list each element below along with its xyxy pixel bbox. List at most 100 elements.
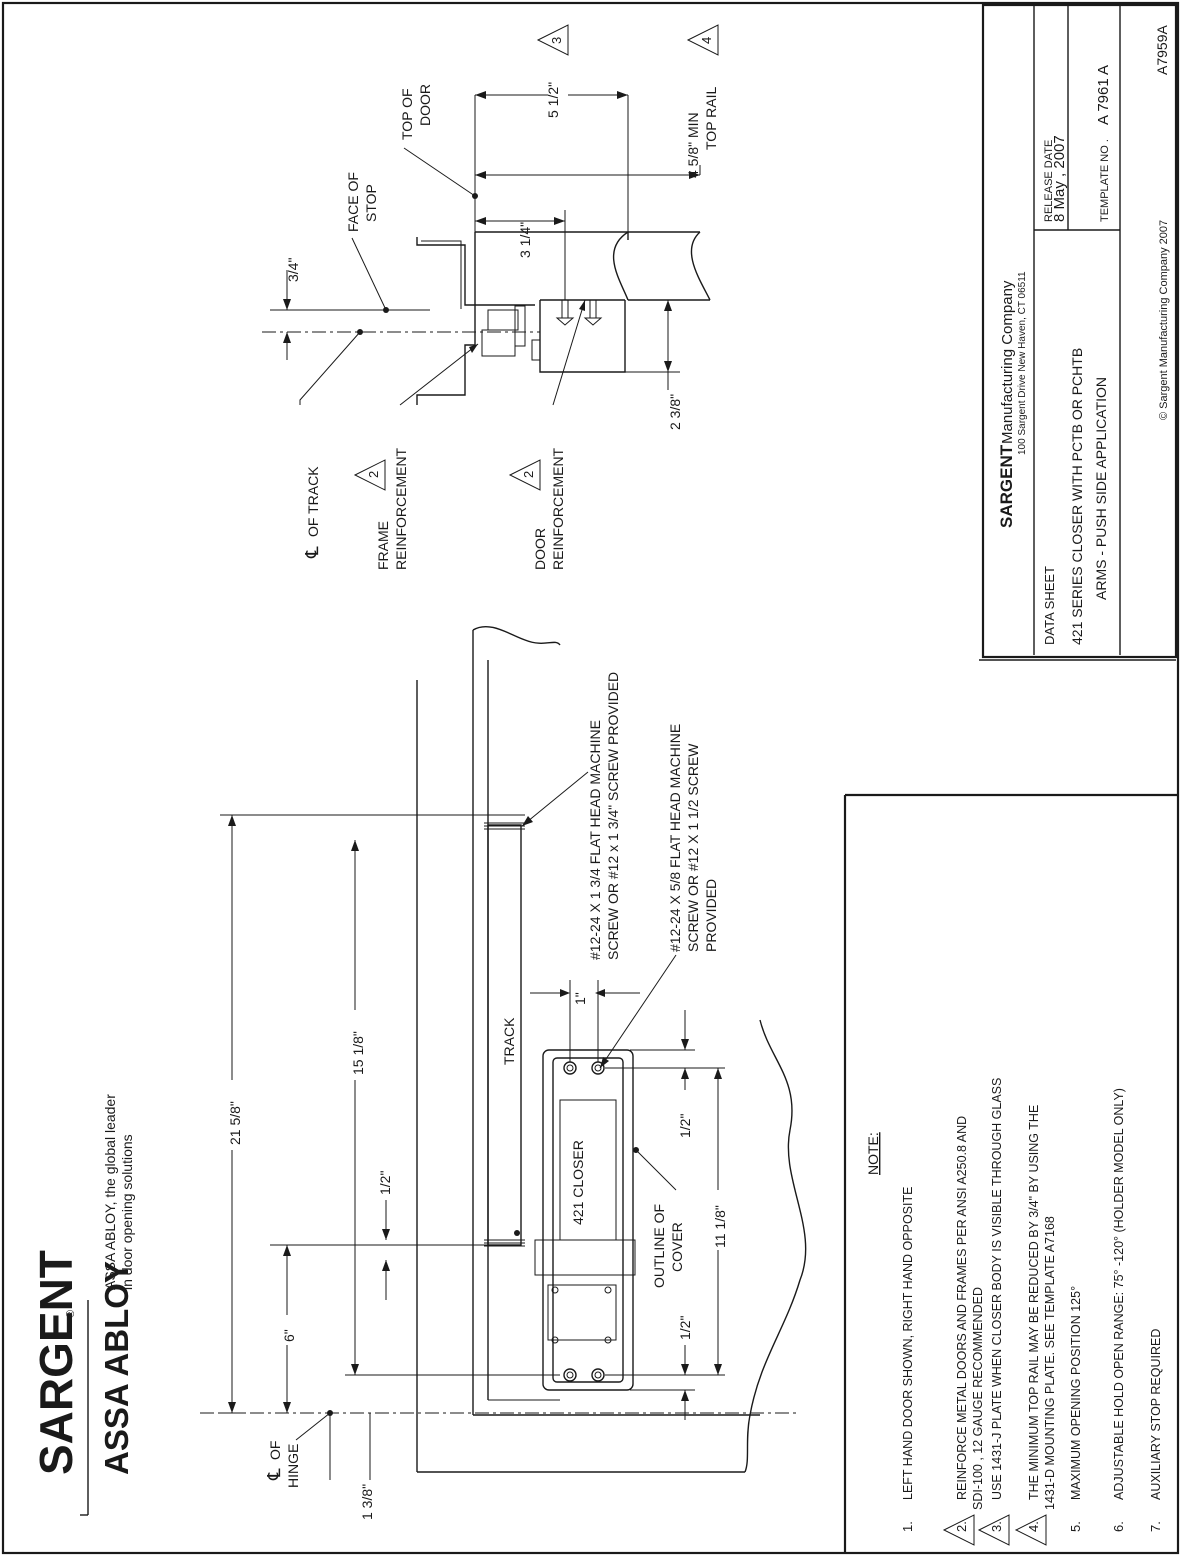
svg-text:2: 2: [366, 471, 381, 478]
hinge-leader: [295, 1412, 331, 1441]
door-reinf-label-1: DOOR: [532, 528, 548, 570]
note-text: USE 1431-J PLATE WHEN CLOSER BODY IS VIS…: [990, 1078, 1004, 1500]
note-text: REINFORCE METAL DOORS AND FRAMES PER ANS…: [955, 1116, 969, 1500]
dim-1: 1": [572, 992, 588, 1005]
top-door-label-1: TOP OF: [399, 88, 415, 140]
tb-company-name: Manufacturing Company: [999, 280, 1016, 444]
dim-6: 6": [281, 1329, 297, 1342]
tb-doc-id: A7959A: [1154, 25, 1170, 75]
note-text: LEFT HAND DOOR SHOWN, RIGHT HAND OPPOSIT…: [901, 1187, 915, 1500]
section-view: 3/4" FACE OF STOP ℄ OF TRACK FRAME REINF…: [262, 24, 719, 570]
cover-outline: [542, 1049, 634, 1391]
note-number: 4.: [1026, 1521, 1041, 1532]
brand-logo: SARGENT ® ASSA ABLOY ASSA ABLOY, the glo…: [30, 1094, 135, 1516]
notes-list: 1.LEFT HAND DOOR SHOWN, RIGHT HAND OPPOS…: [900, 1078, 1163, 1546]
dim-15-1-8: 15 1/8": [350, 1031, 366, 1075]
tb-template-no: A 7961 A: [1095, 65, 1112, 125]
note-text: ADJUSTABLE HOLD OPEN RANGE: 75° -120° (H…: [1112, 1088, 1126, 1500]
tb-copyright: © Sargent Manufacturing Company 2007: [1158, 220, 1170, 420]
screw1-leader: [521, 771, 589, 827]
cover-leader: [635, 1149, 677, 1191]
closer-label: 421 CLOSER: [570, 1140, 586, 1225]
dim-1-3-8: 1 3/8": [359, 1484, 375, 1520]
note-text: 1431-D MOUNTING PLATE. SEE TEMPLATE A716…: [1043, 1216, 1057, 1510]
svg-text:4: 4: [699, 37, 714, 44]
cl-track-leader: [299, 331, 361, 405]
door-reinf-leader: [552, 299, 586, 406]
note-text: THE MINIMUM TOP RAIL MAY BE REDUCED BY 3…: [1027, 1105, 1041, 1500]
tb-release-date: 8 May , 2007: [1051, 135, 1068, 222]
face-stop-label-2: STOP: [363, 184, 379, 222]
screw2-leader: [599, 954, 677, 1069]
top-door-label-2: DOOR: [417, 84, 433, 126]
tb-data-sheet: DATA SHEET: [1042, 566, 1057, 645]
mount-hole: [563, 1368, 577, 1382]
centerline-symbol: ℄: [264, 1468, 284, 1481]
door-reinf-label-2: REINFORCEMENT: [550, 447, 566, 570]
face-stop-label-1: FACE OF: [345, 172, 361, 232]
dim-1-2-a: 1/2": [677, 1114, 693, 1138]
note-number: 7.: [1148, 1521, 1163, 1532]
dim-3-1-4: 3 1/4": [517, 222, 533, 258]
note-triangle-2: [353, 459, 386, 491]
dim-top-rail: TOP RAIL: [703, 86, 719, 150]
svg-text:3: 3: [549, 37, 564, 44]
dim-1-2-top: 1/2": [377, 1171, 393, 1195]
logo-assa-abloy: ASSA ABLOY: [98, 1261, 135, 1475]
frame-profile: [416, 237, 476, 405]
frame-reinf-label-1: FRAME: [375, 521, 391, 570]
frame-reinf-leader: [399, 343, 479, 406]
notes-title: NOTE:: [865, 1132, 881, 1175]
mount-hole: [563, 1061, 577, 1075]
break-line-top: [472, 625, 561, 646]
note-text: MAXIMUM OPENING POSITION 125°: [1069, 1286, 1083, 1500]
notes-box: NOTE: 1.LEFT HAND DOOR SHOWN, RIGHT HAND…: [843, 793, 1178, 1553]
note-text: SDI-100 , 12 GAUGE RECOMMENDED: [971, 1287, 985, 1510]
note-triangle: [942, 1514, 975, 1546]
frame-reinf-label-2: REINFORCEMENT: [393, 447, 409, 570]
note-triangle: [977, 1514, 1010, 1546]
screw1-line-2: SCREW OR #12 x 1 3/4" SCREW PROVIDED: [605, 672, 621, 960]
centerline-symbol-2: ℄: [302, 546, 322, 559]
note-text: AUXILIARY STOP REQUIRED: [1149, 1329, 1163, 1500]
screw2-line-3: PROVIDED: [703, 879, 719, 952]
face-stop-leader: [351, 237, 387, 311]
tb-template-label: TEMPLATE NO .: [1099, 139, 1111, 222]
dim-3-4: 3/4": [285, 258, 301, 282]
dim-4-5-8: 4 5/8" MIN: [685, 112, 701, 178]
dim-21-5-8: 21 5/8": [227, 1101, 243, 1145]
tb-product-2: ARMS - PUSH SIDE APPLICATION: [1093, 377, 1109, 600]
top-door-leader: [403, 147, 476, 197]
tagline-line-2: in door opening solutions: [119, 1134, 135, 1290]
note-number: 3.: [989, 1521, 1004, 1532]
note-number: 2.: [954, 1521, 969, 1532]
track-pivot-dot: [514, 1230, 520, 1236]
screw2-line-2: SCREW OR #12 X 1 1/2 SCREW: [685, 743, 701, 952]
dim-1-2-b: 1/2": [677, 1316, 693, 1340]
screw1-line-1: #12-24 X 1 3/4 FLAT HEAD MACHINE: [587, 720, 603, 960]
cl-track-label: OF TRACK: [305, 466, 321, 537]
door-screw: [561, 300, 569, 319]
cl-hinge-of: OF: [267, 1441, 283, 1460]
tb-company-logo: SARGENT: [997, 444, 1016, 528]
closer-body: 421 CLOSER: [534, 1049, 636, 1391]
dim-11-1-8: 11 1/8": [712, 1205, 728, 1248]
svg-text:2: 2: [521, 471, 536, 478]
dim-2-3-8: 2 3/8": [667, 394, 683, 430]
title-block: SARGENT Manufacturing Company 100 Sargen…: [979, 3, 1178, 661]
door-screw: [589, 300, 597, 319]
tb-address: 100 Sargent Drive New Haven, CT 06511: [1017, 271, 1028, 455]
outline-cover-label-1: OUTLINE OF: [651, 1204, 667, 1288]
screw2-line-1: #12-24 X 5/8 FLAT HEAD MACHINE: [667, 724, 683, 952]
break-line-bottom: [744, 1019, 807, 1473]
cl-hinge-label: HINGE: [285, 1444, 301, 1488]
note-number: 5.: [1068, 1521, 1083, 1532]
tb-product-1: 421 SERIES CLOSER WITH PCTB OR PCHTB: [1069, 348, 1085, 645]
note-triangle-4: [686, 24, 719, 56]
tagline-line-1: ASSA ABLOY, the global leader: [102, 1094, 118, 1290]
closer-section: [539, 300, 626, 373]
mount-hole: [591, 1368, 605, 1382]
note-triangle-3: [536, 24, 569, 56]
